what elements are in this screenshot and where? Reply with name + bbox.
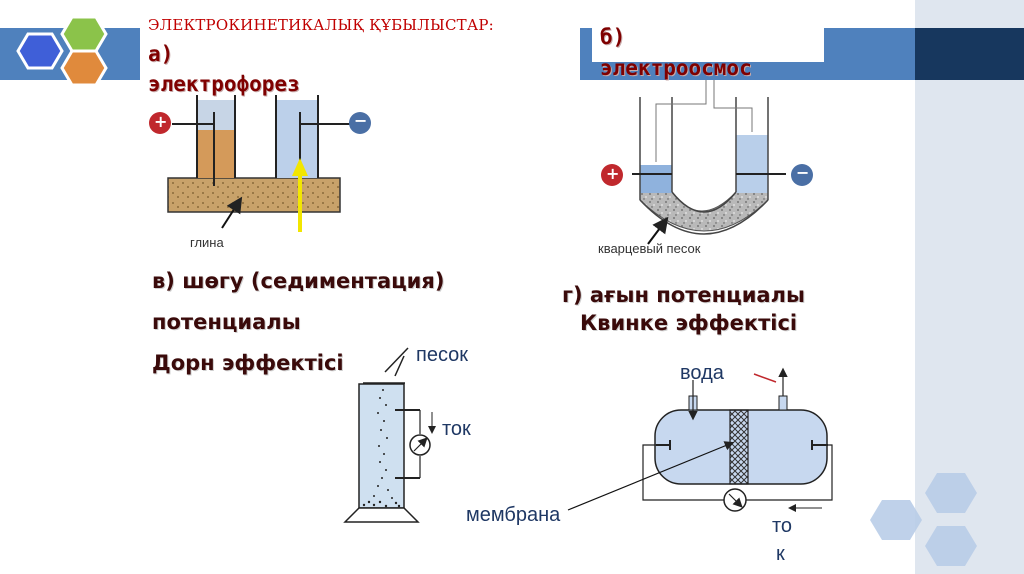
sed-base <box>343 507 420 523</box>
heading-g-line1: г) ағын потенциалы <box>562 283 805 307</box>
current-label-g-line1: то <box>772 515 793 537</box>
right-arm-water <box>736 135 768 193</box>
external-circuit <box>642 444 724 501</box>
level-line-right <box>713 80 753 132</box>
sed-cylinder <box>358 383 405 509</box>
hex-blue <box>16 32 64 70</box>
left-arm-water <box>640 165 672 193</box>
header-band-dark <box>915 28 1024 80</box>
minus-terminal <box>349 112 371 134</box>
plus-terminal-b <box>601 164 623 186</box>
label-electrophoresis: электрофорез <box>148 72 300 96</box>
membrane-pointer <box>567 441 735 511</box>
membrane-label: мембрана <box>466 504 561 526</box>
clay-caption: глина <box>190 235 224 250</box>
heading-v-line3: Дорн эффектісі <box>152 351 344 375</box>
electrophoresis-diagram <box>149 95 371 232</box>
hexagon-logo <box>16 15 108 87</box>
streaming-diagram <box>567 367 833 512</box>
label-electroosmosis: электроосмос <box>600 56 752 80</box>
level-line-left <box>655 80 707 162</box>
water-label: вода <box>680 362 724 384</box>
sand-pointer <box>647 216 669 245</box>
title-backdrop <box>140 8 580 100</box>
hex-orange <box>60 49 108 87</box>
clay-pointer <box>221 196 243 229</box>
electroosmosis-diagram <box>601 80 813 245</box>
label-a-letter: а) <box>148 42 174 66</box>
current-label-g-line2: к <box>776 543 785 565</box>
falling-sand-grains <box>362 389 401 508</box>
sedimentation-diagram <box>343 347 436 523</box>
heading-v-line1: в) шөгу (седиментация) <box>152 269 445 293</box>
plus-sign-a: + <box>154 112 168 131</box>
minus-sign-b: − <box>796 163 810 182</box>
minus-sign-a: − <box>354 111 368 130</box>
heading-v-line2: потенциалы <box>152 310 301 334</box>
current-label-v: ток <box>442 418 471 440</box>
decor-hexagons <box>870 473 977 566</box>
clay-block <box>167 177 341 213</box>
left-tube-fill-lower <box>197 130 235 178</box>
slide-title: ЭЛЕКТРОКИНЕТИКАЛЫҚ ҚҰБЫЛЫСТАР: <box>148 16 494 34</box>
plus-sign-b: + <box>606 164 620 183</box>
plus-terminal <box>149 112 171 134</box>
yellow-arrow-head <box>292 158 308 176</box>
sand-label: песок <box>416 344 469 366</box>
label-b-letter: б) <box>600 25 626 49</box>
sand-caption: кварцевый песок <box>598 241 701 256</box>
left-tube-fill-upper <box>197 100 235 130</box>
membrane <box>729 409 749 485</box>
right-decor-strip <box>915 0 1024 574</box>
minus-terminal-b <box>791 164 813 186</box>
hex-green <box>60 15 108 53</box>
outlet-pipe <box>778 395 788 411</box>
label-b-backdrop <box>592 0 824 62</box>
heading-g-line2: Квинке эффектісі <box>580 311 798 335</box>
